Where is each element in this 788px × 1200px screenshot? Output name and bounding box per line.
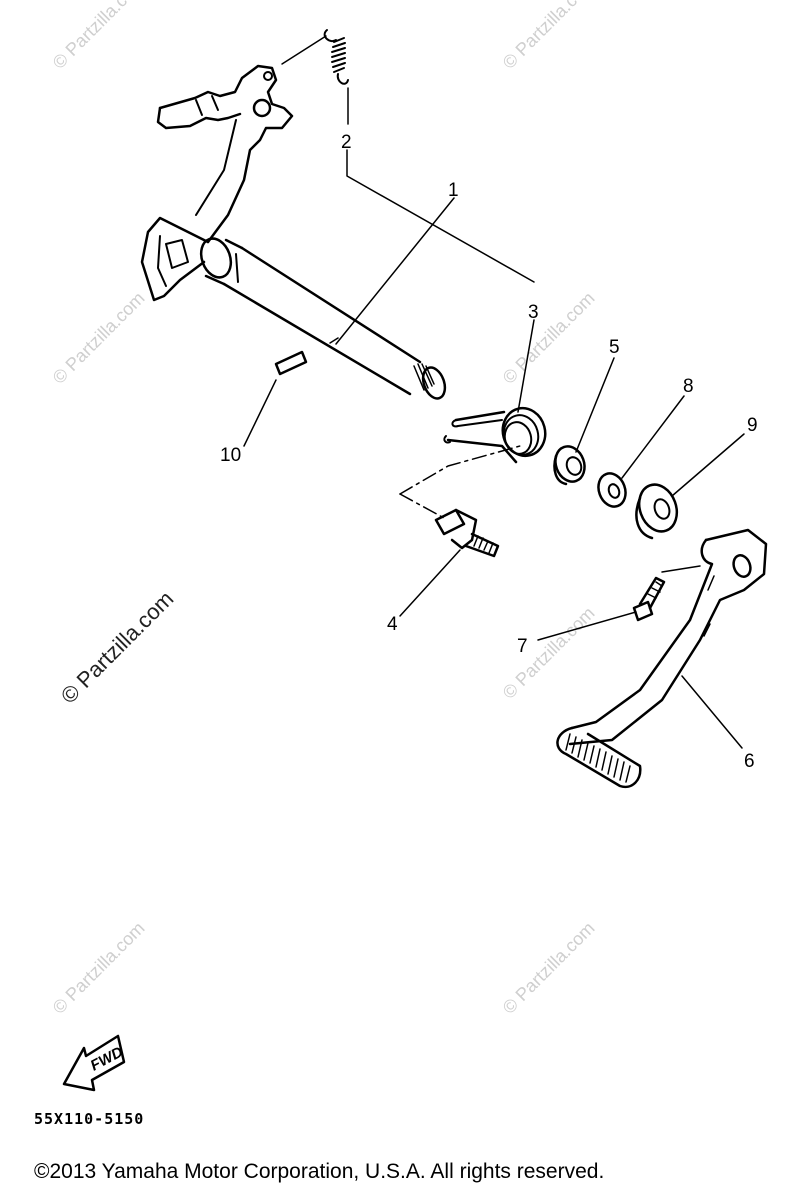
watermark: © Partzilla.com — [499, 0, 599, 73]
part-number-4: 4 — [387, 614, 398, 635]
part-number-9: 9 — [747, 415, 758, 436]
part-5-oil-seal — [553, 445, 586, 486]
part-number-5: 5 — [609, 337, 620, 358]
part-number-10: 10 — [220, 445, 241, 466]
part-10-pin — [274, 337, 339, 376]
part-6-shift-pedal — [556, 528, 768, 789]
watermark: © Partzilla.com — [499, 603, 599, 703]
part-number-2: 2 — [341, 132, 352, 153]
watermarks: © Partzilla.com © Partzilla.com © Partzi… — [49, 0, 599, 1018]
drawing-code: 55X110-5150 — [34, 1110, 145, 1128]
watermark: © Partzilla.com — [499, 288, 599, 388]
watermark: © Partzilla.com — [499, 918, 599, 1018]
part-numbers: 1 2 3 4 5 6 7 8 9 10 — [220, 132, 758, 772]
part-number-6: 6 — [744, 751, 755, 772]
part-8-washer — [597, 472, 627, 508]
part-number-1: 1 — [448, 180, 459, 201]
part-number-7: 7 — [517, 636, 528, 657]
leader-lines — [243, 87, 745, 749]
fwd-label: FWD — [88, 1043, 126, 1074]
watermark: © Partzilla.com — [49, 918, 149, 1018]
part-2-spring — [281, 29, 349, 85]
alignment-line — [399, 493, 445, 519]
part-7-bolt — [632, 565, 701, 622]
alignment-line — [399, 445, 521, 495]
part-3-torsion-spring — [443, 406, 547, 464]
copyright-notice: ©2013 Yamaha Motor Corporation, U.S.A. A… — [34, 1160, 605, 1183]
fwd-arrow-icon: FWD — [62, 1034, 126, 1092]
part-4-stud-bolt — [434, 508, 500, 558]
watermark-large: © Partzilla.com — [56, 586, 179, 709]
watermark: © Partzilla.com — [49, 0, 149, 73]
part-9-cover — [635, 483, 679, 540]
part-number-3: 3 — [528, 302, 539, 323]
part-1-shift-shaft — [140, 64, 447, 400]
watermark: © Partzilla.com — [49, 288, 149, 388]
part-number-8: 8 — [683, 376, 694, 397]
